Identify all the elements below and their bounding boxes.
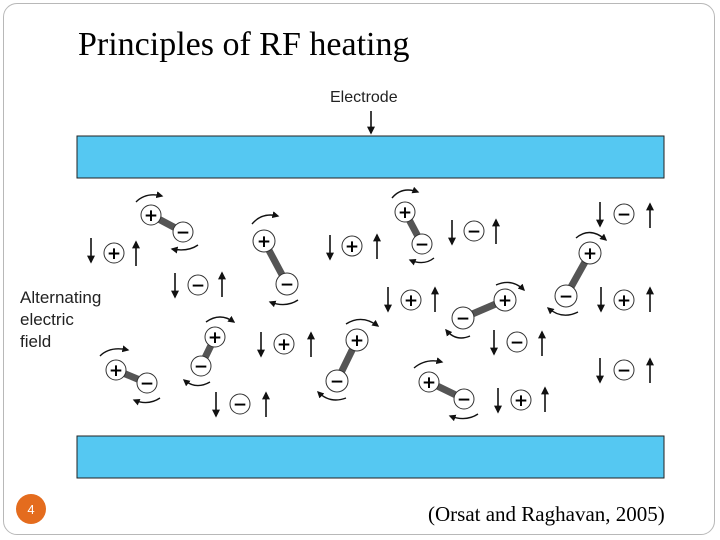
ion-positive: + [494, 386, 549, 414]
svg-text:−: − [191, 276, 205, 296]
dipole: + − [135, 191, 199, 254]
svg-text:+: + [498, 291, 512, 311]
dipole: + − [182, 315, 236, 387]
svg-text:+: + [422, 373, 436, 393]
dipole: + − [99, 345, 161, 406]
ion-positive: + [257, 331, 315, 358]
svg-text:+: + [514, 391, 528, 411]
svg-text:−: − [176, 223, 190, 243]
ion-negative: − [171, 271, 226, 299]
svg-text:+: + [345, 237, 359, 257]
svg-text:−: − [457, 390, 471, 410]
svg-text:−: − [280, 275, 294, 295]
svg-text:+: + [350, 331, 364, 351]
ion-negative: − [490, 330, 546, 356]
svg-text:−: − [467, 222, 481, 242]
svg-text:−: − [617, 361, 631, 381]
top-electrode-plate [76, 135, 665, 179]
svg-text:−: − [617, 205, 631, 225]
dipole: + − [546, 231, 608, 316]
slide-number-badge: 4 [16, 494, 46, 524]
ion-positive: + [326, 233, 381, 261]
ion-negative: − [596, 202, 654, 228]
svg-text:−: − [330, 372, 344, 392]
svg-text:+: + [404, 291, 418, 311]
svg-text:−: − [233, 395, 247, 415]
svg-text:+: + [107, 244, 121, 264]
alternating-field-label: Alternating electric field [20, 288, 102, 351]
svg-text:+: + [109, 361, 123, 381]
svg-text:+: + [398, 203, 412, 223]
svg-text:+: + [257, 232, 271, 252]
ion-positive: + [87, 238, 140, 266]
svg-text:−: − [559, 287, 573, 307]
ion-negative: − [596, 357, 654, 384]
svg-text:−: − [510, 333, 524, 353]
ion-positive: + [597, 286, 654, 313]
dipole: + − [391, 186, 435, 266]
ion-negative: − [448, 218, 500, 246]
dipole: + − [317, 318, 380, 401]
svg-text:−: − [456, 309, 470, 329]
dipole: + − [413, 357, 479, 422]
svg-text:−: − [415, 235, 429, 255]
dipole: + − [251, 211, 299, 308]
isolated-ions: + + − − − [87, 202, 654, 418]
svg-text:+: + [144, 206, 158, 226]
rotating-dipoles: + − + − + − + [99, 186, 608, 422]
dipole: − + [445, 281, 525, 339]
svg-text:−: − [194, 357, 208, 377]
svg-text:−: − [140, 374, 154, 394]
ion-positive: + [384, 286, 439, 313]
svg-text:+: + [583, 244, 597, 264]
citation: (Orsat and Raghavan, 2005) [428, 502, 665, 526]
svg-text:+: + [208, 328, 222, 348]
svg-text:+: + [277, 335, 291, 355]
ion-negative: − [212, 391, 270, 418]
electrode-label: Electrode [330, 89, 398, 106]
slide-title: Principles of RF heating [78, 26, 410, 63]
svg-text:+: + [617, 291, 631, 311]
bottom-electrode-plate [76, 435, 665, 479]
